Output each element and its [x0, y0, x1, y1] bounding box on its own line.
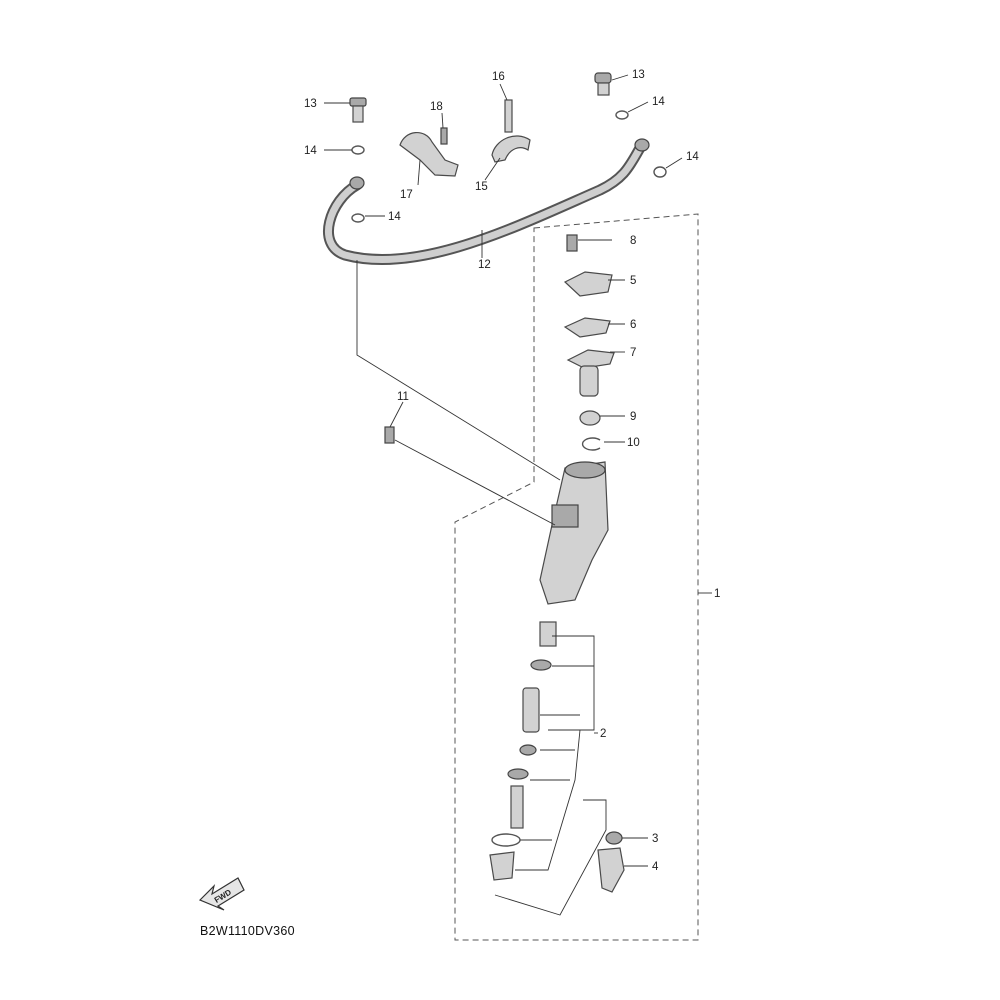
callout-6: 6	[630, 319, 636, 331]
assembly-outline	[454, 213, 699, 941]
mounting-bolt	[384, 426, 395, 444]
copper-washer	[351, 145, 365, 155]
callout-15: 15	[475, 181, 488, 193]
callout-8: 8	[630, 235, 636, 247]
callout-13-left: 13	[304, 98, 317, 110]
callout-9: 9	[630, 411, 636, 423]
cap-screw	[566, 234, 578, 252]
banjo-bolt-left	[349, 97, 367, 123]
diagram-code: B2W1110DV360	[200, 924, 295, 938]
callout-leaders	[324, 74, 683, 867]
cap-plate	[563, 317, 611, 338]
hose-clamp-right	[491, 135, 531, 163]
kit-bracket	[494, 799, 607, 916]
nut	[605, 831, 623, 845]
callout-14-left-bottom: 14	[388, 211, 401, 223]
piston-kit	[489, 621, 557, 881]
callout-10: 10	[627, 437, 640, 449]
alignment-line	[394, 439, 556, 526]
diaphragm	[566, 349, 615, 397]
callout-13-right: 13	[632, 69, 645, 81]
copper-washer	[351, 213, 365, 223]
clevis	[597, 847, 625, 893]
reservoir-cap	[563, 271, 613, 297]
kit-bracket	[515, 729, 581, 871]
banjo-bolt-right	[594, 72, 612, 96]
kit-bracket	[548, 635, 595, 731]
copper-washer	[615, 110, 629, 120]
copper-washer	[653, 166, 667, 178]
fwd-arrow-icon: FWD	[198, 877, 245, 911]
callout-1: 1	[714, 588, 720, 600]
callout-12: 12	[478, 259, 491, 271]
callout-2: 2	[600, 728, 606, 740]
brake-hose	[323, 138, 650, 266]
callout-14-right-bottom: 14	[686, 151, 699, 163]
callout-11: 11	[397, 391, 409, 403]
callout-17: 17	[400, 189, 413, 201]
float	[579, 410, 601, 426]
clamp-screw	[440, 127, 448, 145]
callout-18: 18	[430, 101, 443, 113]
circlip	[581, 437, 601, 451]
alignment-line	[356, 260, 561, 481]
callout-5: 5	[630, 275, 636, 287]
hose-clamp-left	[399, 132, 459, 177]
master-cylinder-body	[539, 461, 609, 605]
callout-14-left-top: 14	[304, 145, 317, 157]
clamp-screw	[504, 99, 513, 133]
callout-4: 4	[652, 861, 659, 873]
callout-7: 7	[630, 347, 636, 359]
callout-14-right-top: 14	[652, 96, 665, 108]
callout-3: 3	[652, 833, 658, 845]
callout-16: 16	[492, 71, 505, 83]
